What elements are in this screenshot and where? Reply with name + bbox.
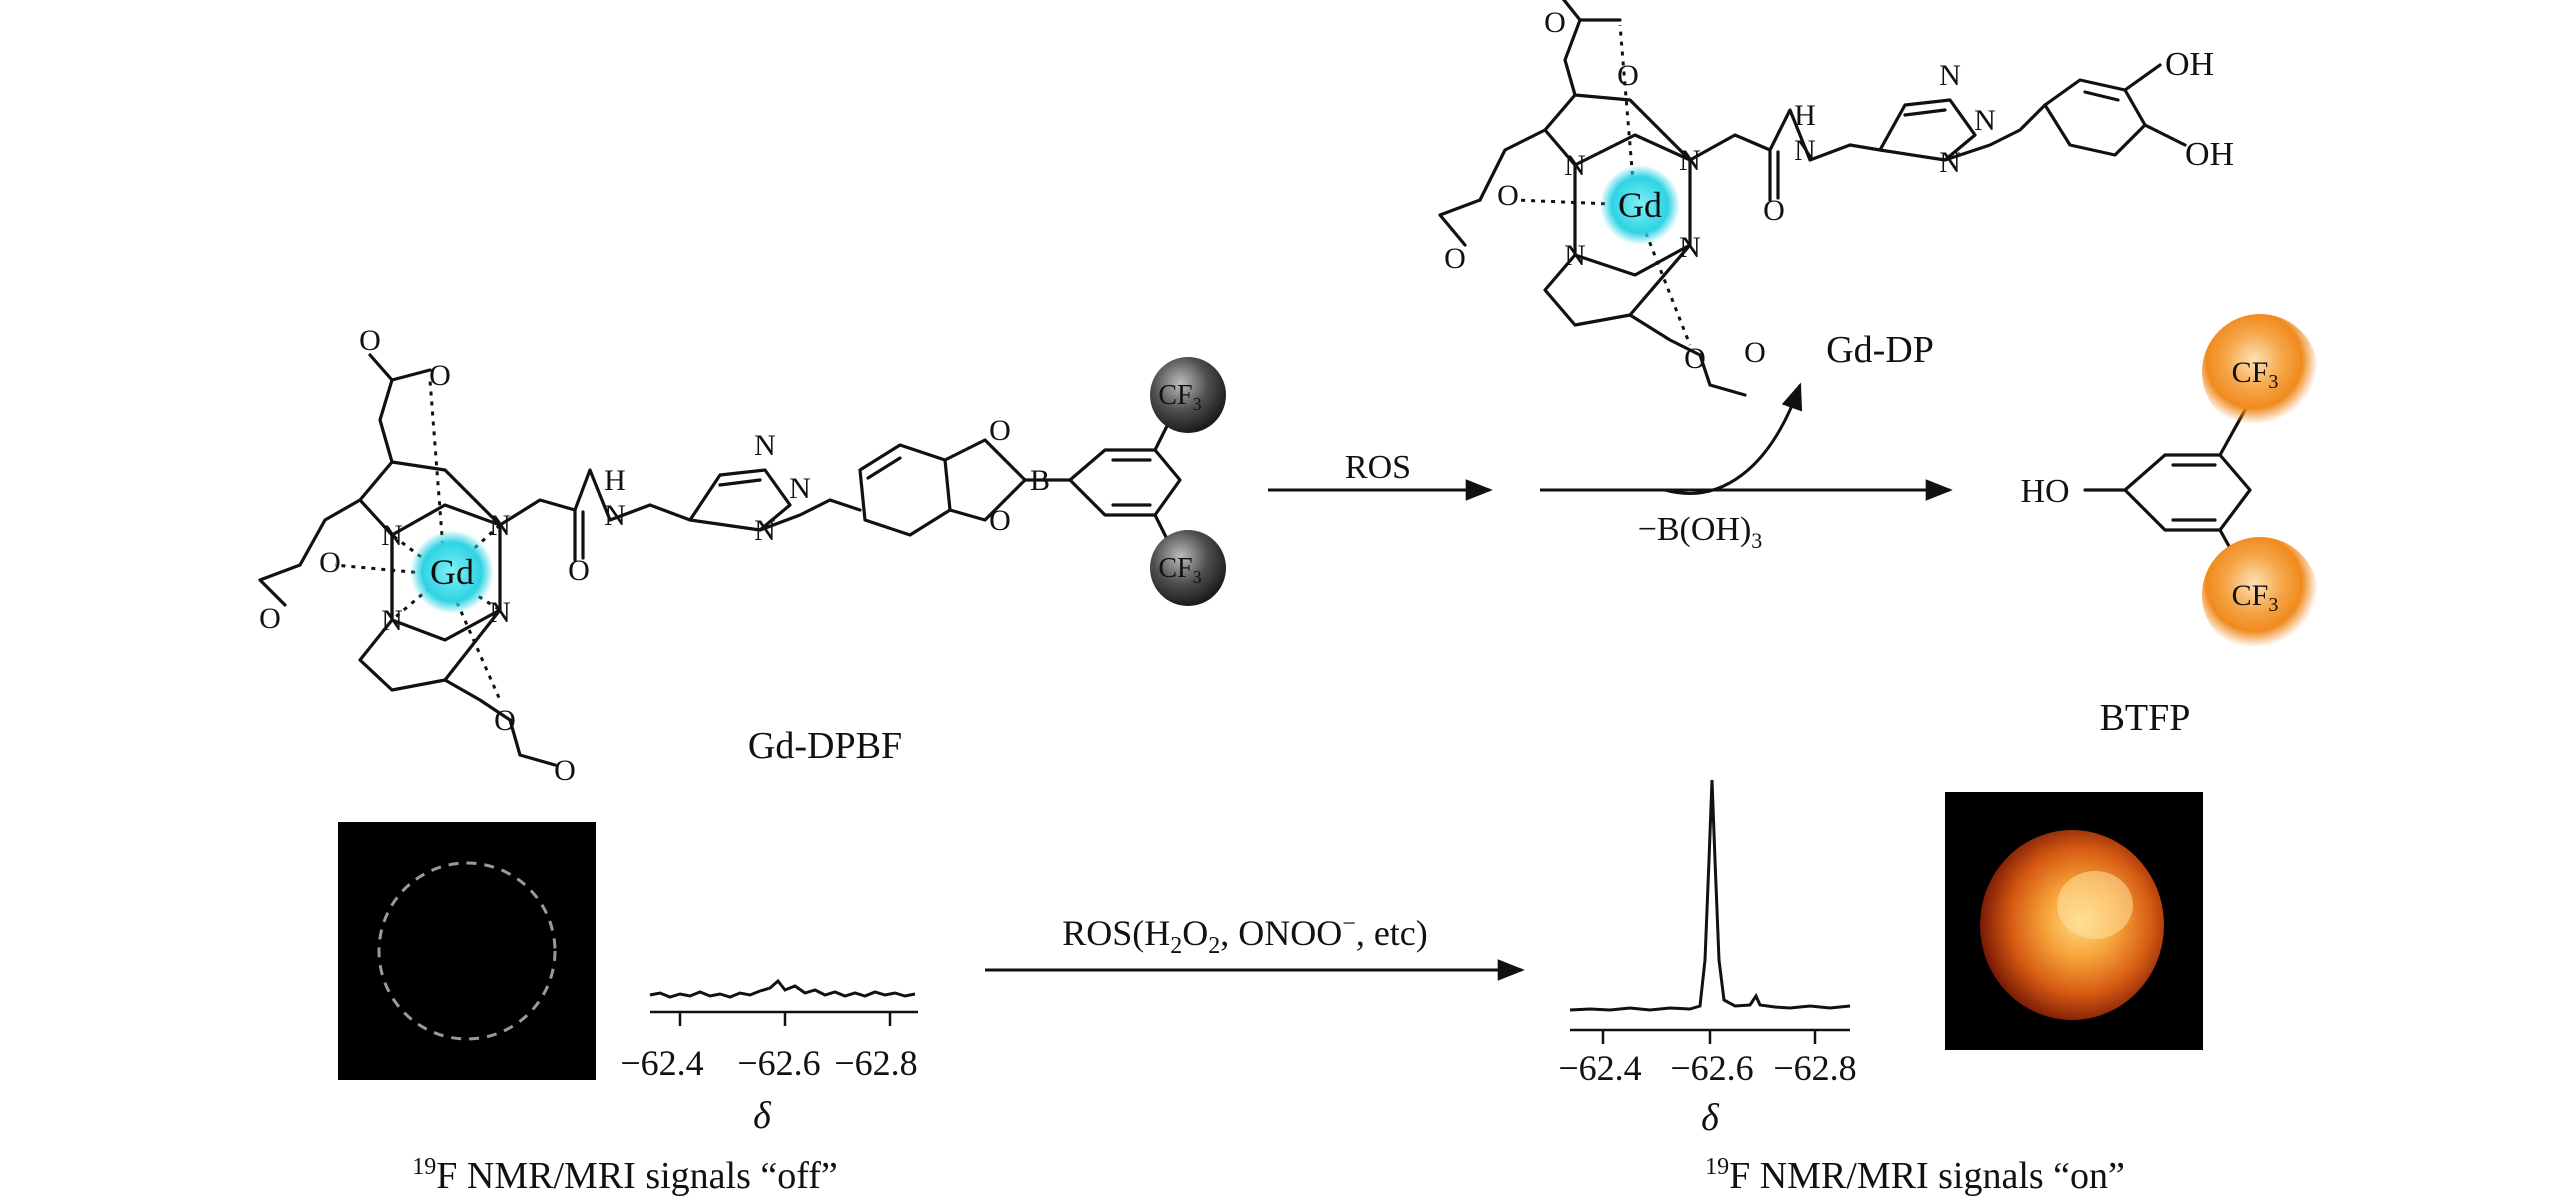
cf3-sphere-on-bottom: [2202, 537, 2318, 653]
mri-on-hotspot: [2057, 871, 2133, 939]
cf3-sphere-off-top: [1150, 357, 1226, 433]
oh-label-2: OH: [2185, 136, 2234, 173]
gd-dpbf-label: Gd-DPBF: [748, 725, 902, 767]
tick-label-on-2: −62.6: [1670, 1048, 1753, 1088]
cf3-label-on-top: CF3: [2232, 356, 2279, 393]
delta-label-off: δ: [753, 1095, 772, 1137]
cf3-label-on-bottom: CF3: [2232, 579, 2279, 616]
nmr-trace-on: [1569, 779, 1851, 1012]
gd-dp-structure: [1438, 0, 2187, 397]
b-label: B: [1030, 464, 1050, 497]
n-label-3: N: [381, 604, 403, 637]
o-label-1: O: [429, 359, 451, 392]
tick-label-off-3: −62.8: [834, 1043, 917, 1083]
cf3-label-off-bottom: CF3: [1158, 553, 1201, 587]
n-label-1: N: [381, 519, 403, 552]
n-label-tri-3: N: [754, 514, 776, 547]
o-label-2: O: [359, 324, 381, 357]
nmr-trace-off: [649, 978, 916, 999]
n-label-top-1: N: [1564, 149, 1586, 182]
o-label-4: O: [259, 602, 281, 635]
n-label-amide: N: [604, 499, 626, 532]
o-label-top-4: O: [1444, 242, 1466, 275]
gd-dp-center-glow: [1600, 165, 1680, 245]
cf3-sphere-off-bottom: [1150, 530, 1226, 606]
n-label-tri-1: N: [754, 429, 776, 462]
tick-label-on-3: −62.8: [1773, 1048, 1856, 1088]
o-label-amide: O: [568, 554, 590, 587]
n-label-top-3: N: [1564, 239, 1586, 272]
o-label-3: O: [319, 546, 341, 579]
o-label-top-5: O: [1684, 342, 1706, 375]
h-label-top-amide: H: [1794, 99, 1816, 132]
mri-off-dashed-circle: [377, 861, 557, 1041]
ho-label: HO: [2020, 473, 2069, 510]
o-label-top-2: O: [1544, 6, 1566, 39]
cf3-label-off-top: CF3: [1158, 380, 1201, 414]
caption-on: 19F NMR/MRI signals “on”: [1705, 1154, 2125, 1197]
n-label-top-4: N: [1679, 231, 1701, 264]
stimulus-label: ROS(H2O2, ONOO−, etc): [1062, 911, 1428, 959]
mri-image-off: [338, 822, 596, 1080]
delta-label-on: δ: [1701, 1097, 1720, 1139]
h-label-amide: H: [604, 464, 626, 497]
o-label-top-3: O: [1497, 179, 1519, 212]
o-label-boronate-1: O: [989, 414, 1011, 447]
gd-label-top: Gd: [1618, 185, 1662, 225]
o-label-top-6: O: [1744, 336, 1766, 369]
tick-label-on-1: −62.4: [1558, 1048, 1641, 1088]
n-label-4: N: [489, 596, 511, 629]
gd-dp-label: Gd-DP: [1826, 329, 1934, 371]
gd-center-glow: [410, 530, 494, 614]
o-label-boronate-2: O: [989, 504, 1011, 537]
o-label-top-amide: O: [1763, 194, 1785, 227]
n-label-top-tri-1: N: [1939, 59, 1961, 92]
n-label-top-tri-3: N: [1939, 146, 1961, 179]
tick-label-off-1: −62.4: [620, 1043, 703, 1083]
o-label-6: O: [554, 754, 576, 787]
oh-label-1: OH: [2165, 46, 2214, 83]
caption-off: 19F NMR/MRI signals “off”: [412, 1154, 837, 1197]
n-label-tri-2: N: [789, 472, 811, 505]
n-label-top-2: N: [1679, 144, 1701, 177]
cf3-sphere-on-top: [2202, 314, 2318, 430]
reaction-reagent: ROS: [1345, 449, 1411, 486]
gd-label-left: Gd: [430, 552, 474, 592]
byproduct-label: −B(OH)3: [1638, 511, 1763, 553]
n-label-top-amide: N: [1794, 134, 1816, 167]
n-label-2: N: [489, 509, 511, 542]
btfp-label: BTFP: [2100, 697, 2191, 739]
n-label-top-tri-2: N: [1974, 104, 1996, 137]
o-label-top-1: O: [1617, 59, 1639, 92]
byproduct-curved-arrow: [1664, 382, 1803, 495]
tick-label-off-2: −62.6: [737, 1043, 820, 1083]
gd-dpbf-structure: [258, 353, 1182, 767]
o-label-5: O: [494, 704, 516, 737]
